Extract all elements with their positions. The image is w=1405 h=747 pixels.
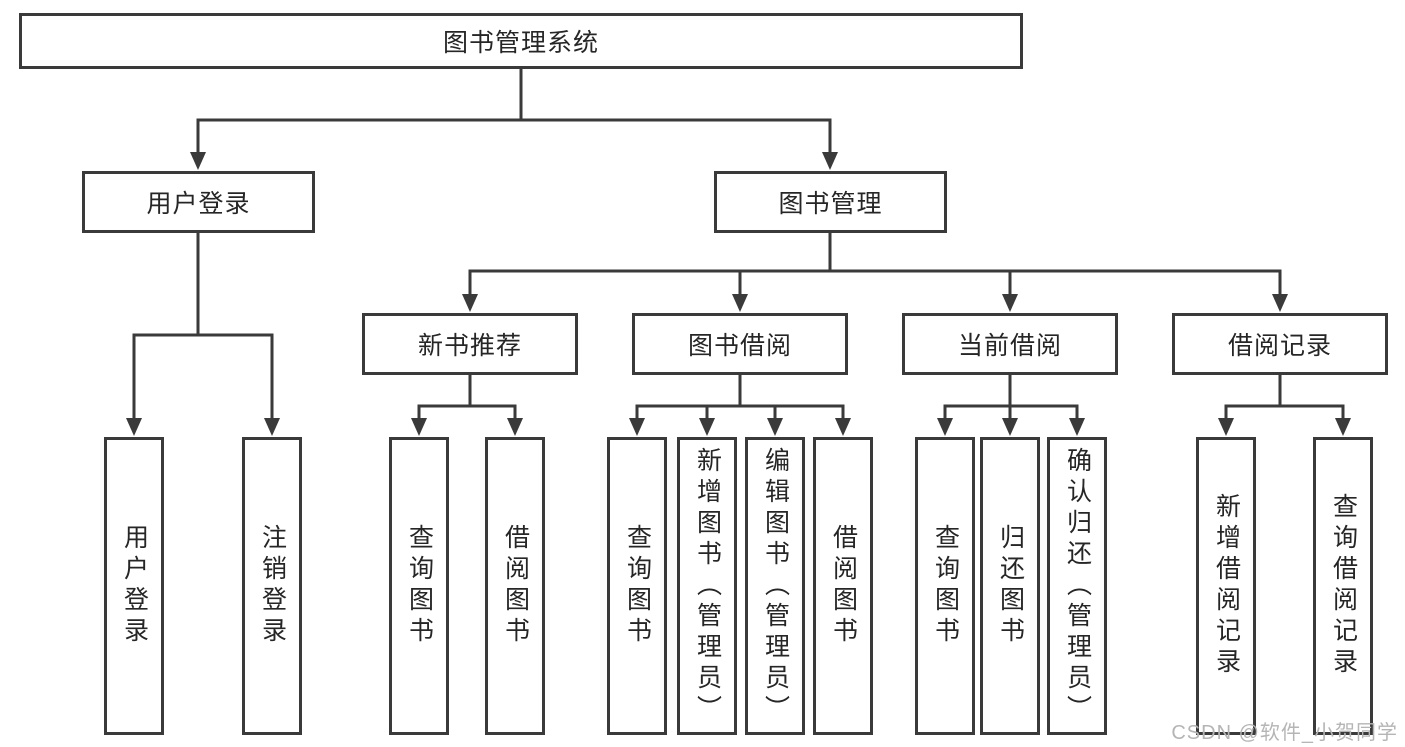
leaf-label: 借阅图书 <box>501 524 530 648</box>
arrowhead-icon <box>1002 294 1018 312</box>
arrowhead-icon <box>190 152 206 170</box>
leaf-label: 查询图书 <box>931 524 960 648</box>
leaf-add-books-admin: 新增图书（管理员） <box>677 437 737 735</box>
leaf-label: 编辑图书（管理员） <box>761 446 790 726</box>
arrowhead-icon <box>835 418 851 436</box>
arrowhead-icon <box>507 418 523 436</box>
leaf-label: 查询借阅记录 <box>1329 493 1358 679</box>
arrowhead-icon <box>1069 418 1085 436</box>
arrowhead-icon <box>1218 418 1234 436</box>
arrowhead-icon <box>264 418 280 436</box>
arrowhead-icon <box>462 294 478 312</box>
arrowhead-icon <box>732 294 748 312</box>
node-current-borrowing: 当前借阅 <box>902 313 1118 375</box>
leaf-label: 注销登录 <box>258 524 287 648</box>
leaf-label: 新增借阅记录 <box>1212 493 1241 679</box>
arrowhead-icon <box>822 152 838 170</box>
leaf-query-books-recommend: 查询图书 <box>389 437 449 735</box>
leaf-query-borrow-record: 查询借阅记录 <box>1313 437 1373 735</box>
leaf-label: 查询图书 <box>405 524 434 648</box>
leaf-confirm-return-admin: 确认归还（管理员） <box>1047 437 1107 735</box>
arrowhead-icon <box>1272 294 1288 312</box>
node-new-book-recommendation: 新书推荐 <box>362 313 578 375</box>
leaf-label: 用户登录 <box>120 524 149 648</box>
arrowhead-icon <box>937 418 953 436</box>
arrowhead-icon <box>1335 418 1351 436</box>
arrowhead-icon <box>126 418 142 436</box>
arrowhead-icon <box>629 418 645 436</box>
leaf-user-login: 用户登录 <box>104 437 164 735</box>
leaf-logout: 注销登录 <box>242 437 302 735</box>
leaf-label: 确认归还（管理员） <box>1063 446 1092 726</box>
leaf-edit-books-admin: 编辑图书（管理员） <box>745 437 805 735</box>
leaf-label: 借阅图书 <box>829 524 858 648</box>
leaf-query-books-borrowing: 查询图书 <box>607 437 667 735</box>
csdn-watermark: CSDN @软件_小贺同学 <box>1171 722 1398 744</box>
leaf-label: 归还图书 <box>996 524 1025 648</box>
leaf-query-books-current: 查询图书 <box>915 437 975 735</box>
node-book-borrowing: 图书借阅 <box>632 313 848 375</box>
leaf-label: 查询图书 <box>623 524 652 648</box>
arrowhead-icon <box>1002 418 1018 436</box>
arrowhead-icon <box>699 418 715 436</box>
leaf-add-borrow-record: 新增借阅记录 <box>1196 437 1256 735</box>
arrowhead-icon <box>767 418 783 436</box>
leaf-return-books: 归还图书 <box>980 437 1040 735</box>
arrowhead-icon <box>411 418 427 436</box>
node-book-management: 图书管理 <box>714 171 947 233</box>
leaf-borrow-books-borrowing: 借阅图书 <box>813 437 873 735</box>
leaf-label: 新增图书（管理员） <box>693 446 722 726</box>
node-library-management-system: 图书管理系统 <box>19 13 1023 69</box>
node-user-login: 用户登录 <box>82 171 315 233</box>
node-borrowing-records: 借阅记录 <box>1172 313 1388 375</box>
leaf-borrow-books-recommend: 借阅图书 <box>485 437 545 735</box>
